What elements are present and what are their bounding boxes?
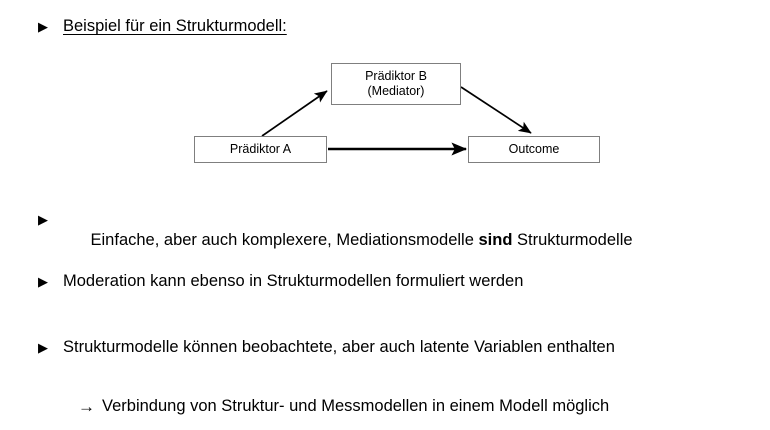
bullet-triangle-icon: ▶: [38, 212, 48, 227]
diagram-edges: [261, 86, 532, 156]
node-label-line1: Outcome: [508, 142, 560, 156]
bullet-row-3: ▶ Strukturmodelle können beobachtete, ab…: [38, 337, 738, 358]
bullet-triangle-icon: ▶: [38, 340, 48, 355]
structural-model-diagram: Prädiktor B (Mediator) Prädiktor A Outco…: [0, 0, 770, 200]
diagram-node-predictor-a: Prädiktor A: [194, 136, 327, 163]
node-label-line1: Prädiktor A: [229, 142, 292, 156]
bullet-text-1-part-3: Strukturmodelle: [512, 231, 633, 249]
node-label-line2: (Mediator): [367, 84, 425, 98]
bullet-row-1: ▶ Einfache, aber auch komplexere, Mediat…: [38, 209, 633, 272]
edge-predictor-a-to-predictor-b: [261, 90, 328, 137]
node-label-line1: Prädiktor B: [365, 69, 427, 83]
page-title: Beispiel für ein Strukturmodell:: [63, 17, 287, 35]
bullet-triangle-icon: ▶: [38, 274, 48, 289]
bullet-text-2: Moderation kann ebenso in Strukturmodell…: [63, 272, 524, 290]
bullet-text-1: Einfache, aber auch komplexere, Mediatio…: [63, 209, 633, 272]
diagram-node-outcome: Outcome: [468, 136, 600, 163]
bullet-text-1-part-1: Einfache, aber auch komplexere, Mediatio…: [90, 231, 479, 249]
bullet-text-3: Strukturmodelle können beobachtete, aber…: [63, 338, 615, 356]
bullet-text-1-emphasis: sind: [478, 231, 513, 249]
diagram-node-predictor-b: Prädiktor B (Mediator): [331, 63, 461, 105]
bullet-row-2: ▶ Moderation kann ebenso in Strukturmode…: [38, 271, 523, 292]
sub-bullet-text: Verbindung von Struktur- und Messmodelle…: [102, 397, 610, 415]
right-arrow-icon: →: [78, 397, 95, 416]
heading-bullet-row: ▶ Beispiel für ein Strukturmodell:: [38, 16, 287, 37]
bullet-triangle-icon: ▶: [38, 19, 48, 34]
sub-bullet-row: → Verbindung von Struktur- und Messmodel…: [78, 396, 609, 417]
edge-predictor-b-to-outcome: [460, 86, 532, 134]
